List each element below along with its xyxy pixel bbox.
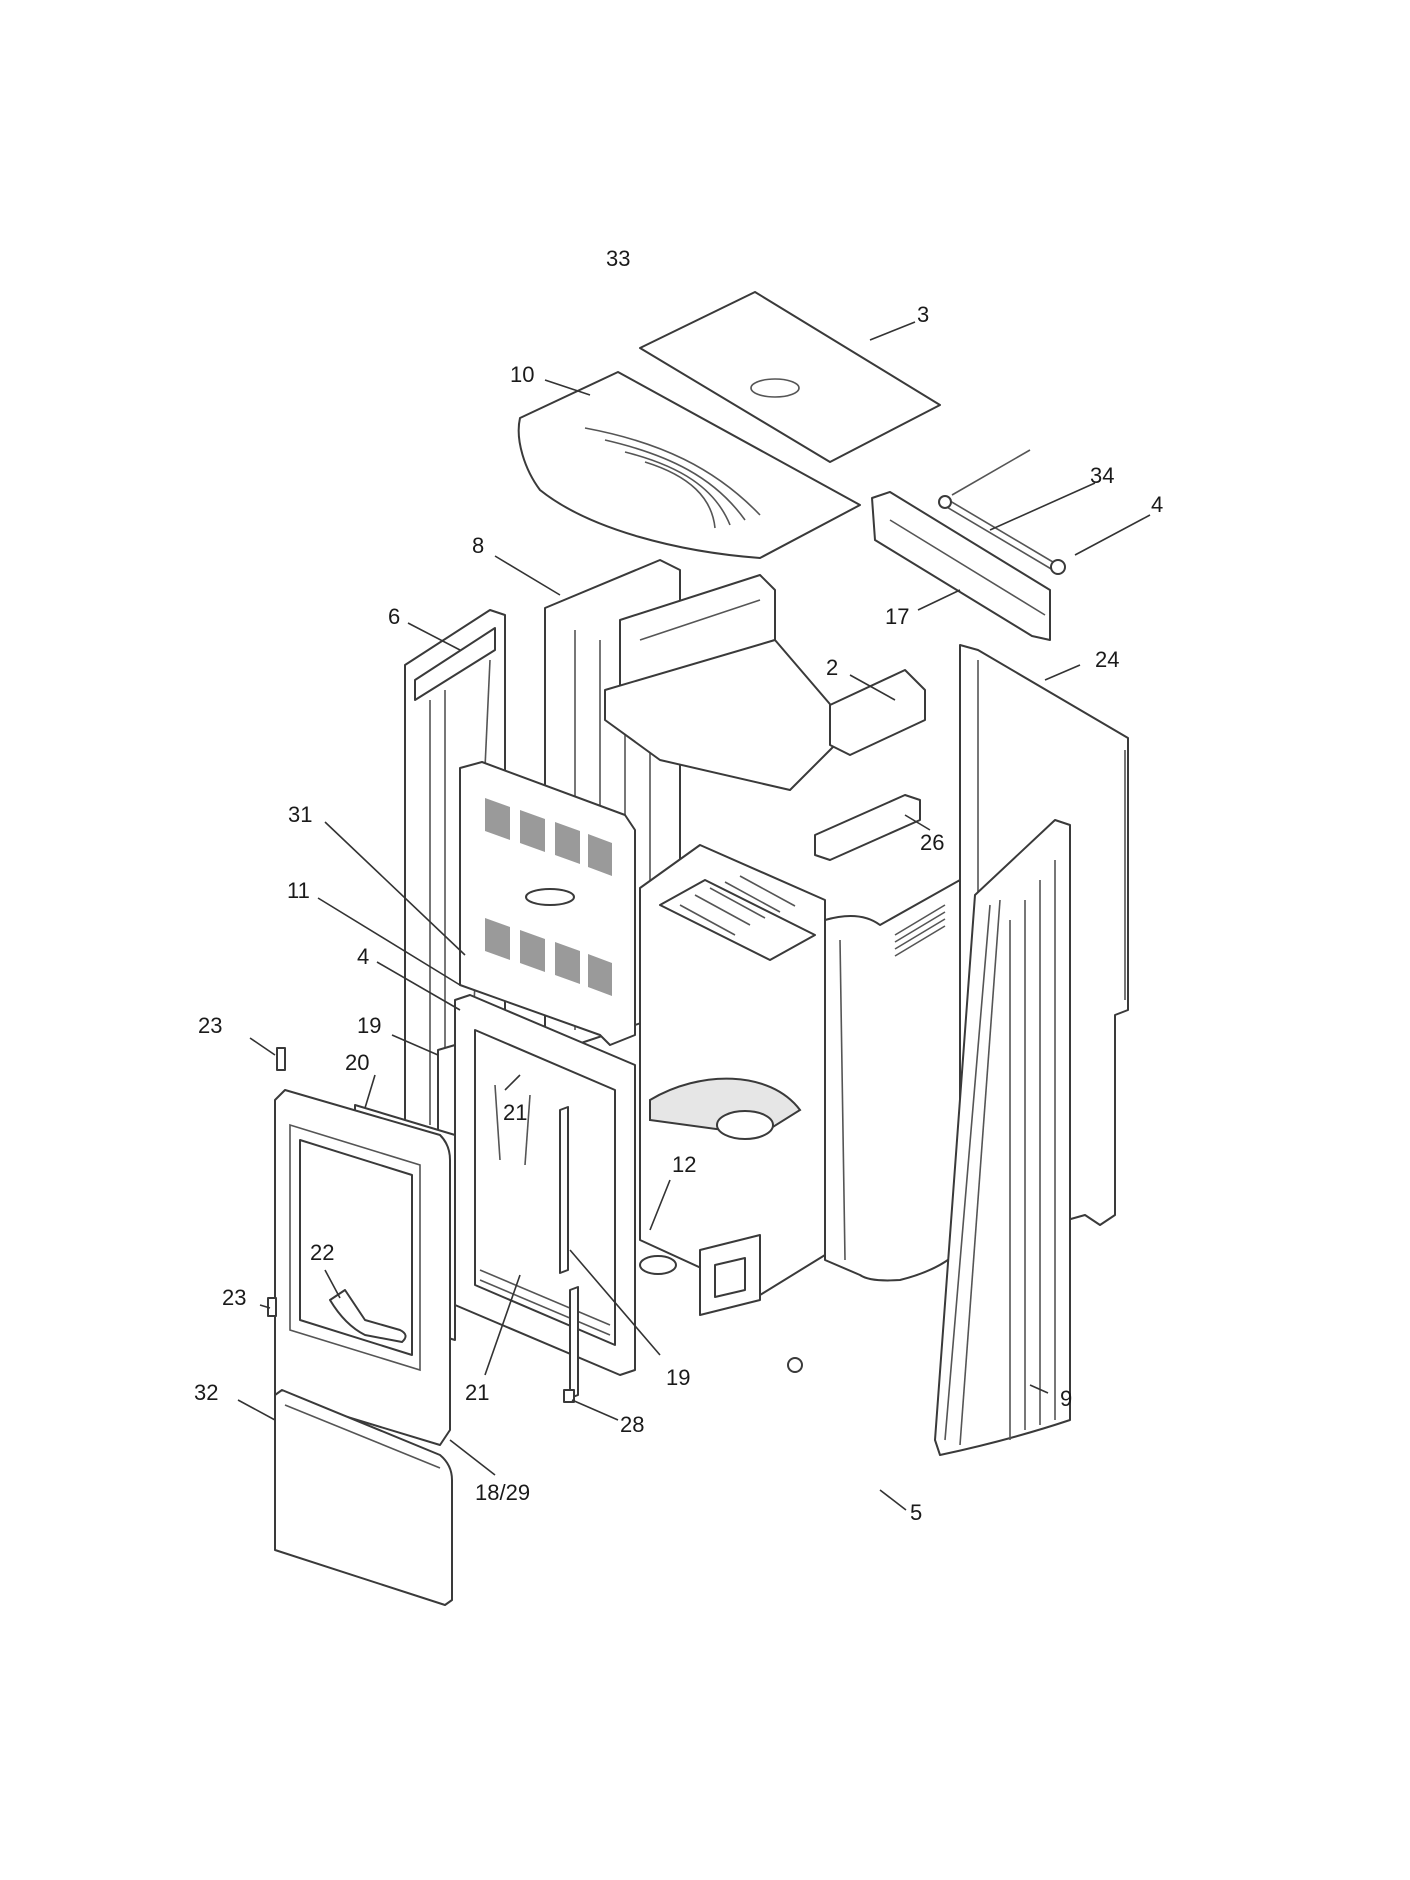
callout-34: 34: [1090, 463, 1114, 488]
leader-lines: [237, 321, 1151, 1511]
callout-labels: 33 3 10 34 4 8 17 6 24 2 31 26 11 4 23 1…: [194, 246, 1163, 1525]
part-heat-exchanger-tray: [604, 574, 926, 791]
part-door-frame-assembly: [454, 994, 636, 1403]
part-small-pin: [276, 1047, 286, 1071]
part-right-front-side-panel: [824, 879, 961, 1282]
callout-23-lower: 23: [222, 1285, 246, 1310]
callout-22: 22: [310, 1240, 334, 1265]
callout-11: 11: [287, 878, 310, 903]
part-front-door: [267, 1089, 451, 1446]
callout-12: 12: [672, 1152, 696, 1177]
callout-26: 26: [920, 830, 944, 855]
callout-20: 20: [345, 1050, 369, 1075]
callout-32: 32: [194, 1380, 218, 1405]
callout-23-upper: 23: [198, 1013, 222, 1038]
callout-24: 24: [1095, 647, 1119, 672]
callout-21-lower: 21: [465, 1380, 489, 1405]
part-top-grille-plate: [517, 371, 861, 559]
callout-21-upper: 21: [503, 1100, 527, 1125]
part-small-bracket: [814, 794, 921, 861]
callout-17: 17: [885, 604, 909, 629]
callout-9: 9: [1060, 1386, 1072, 1411]
callout-31: 31: [288, 802, 312, 827]
callout-4-mid: 4: [357, 944, 369, 969]
part-firebox: [639, 844, 826, 1373]
callout-28: 28: [620, 1412, 644, 1437]
part-rod-bracket: [871, 449, 1066, 641]
part-top-plate: [639, 291, 941, 463]
callout-2: 2: [826, 655, 838, 680]
callout-6: 6: [388, 604, 400, 629]
part-right-perforated-panel: [934, 819, 1071, 1456]
callout-33: 33: [606, 246, 630, 271]
callout-19-right: 19: [666, 1365, 690, 1390]
callout-3: 3: [917, 302, 929, 327]
callout-8: 8: [472, 533, 484, 558]
callout-4-top: 4: [1151, 492, 1163, 517]
part-front-grille-panel: [459, 761, 636, 1046]
callout-18-29: 18/29: [475, 1480, 530, 1505]
part-lower-front-panel: [274, 1389, 453, 1606]
callout-19-left: 19: [357, 1013, 381, 1038]
callout-5: 5: [910, 1500, 922, 1525]
callout-10: 10: [510, 362, 534, 387]
